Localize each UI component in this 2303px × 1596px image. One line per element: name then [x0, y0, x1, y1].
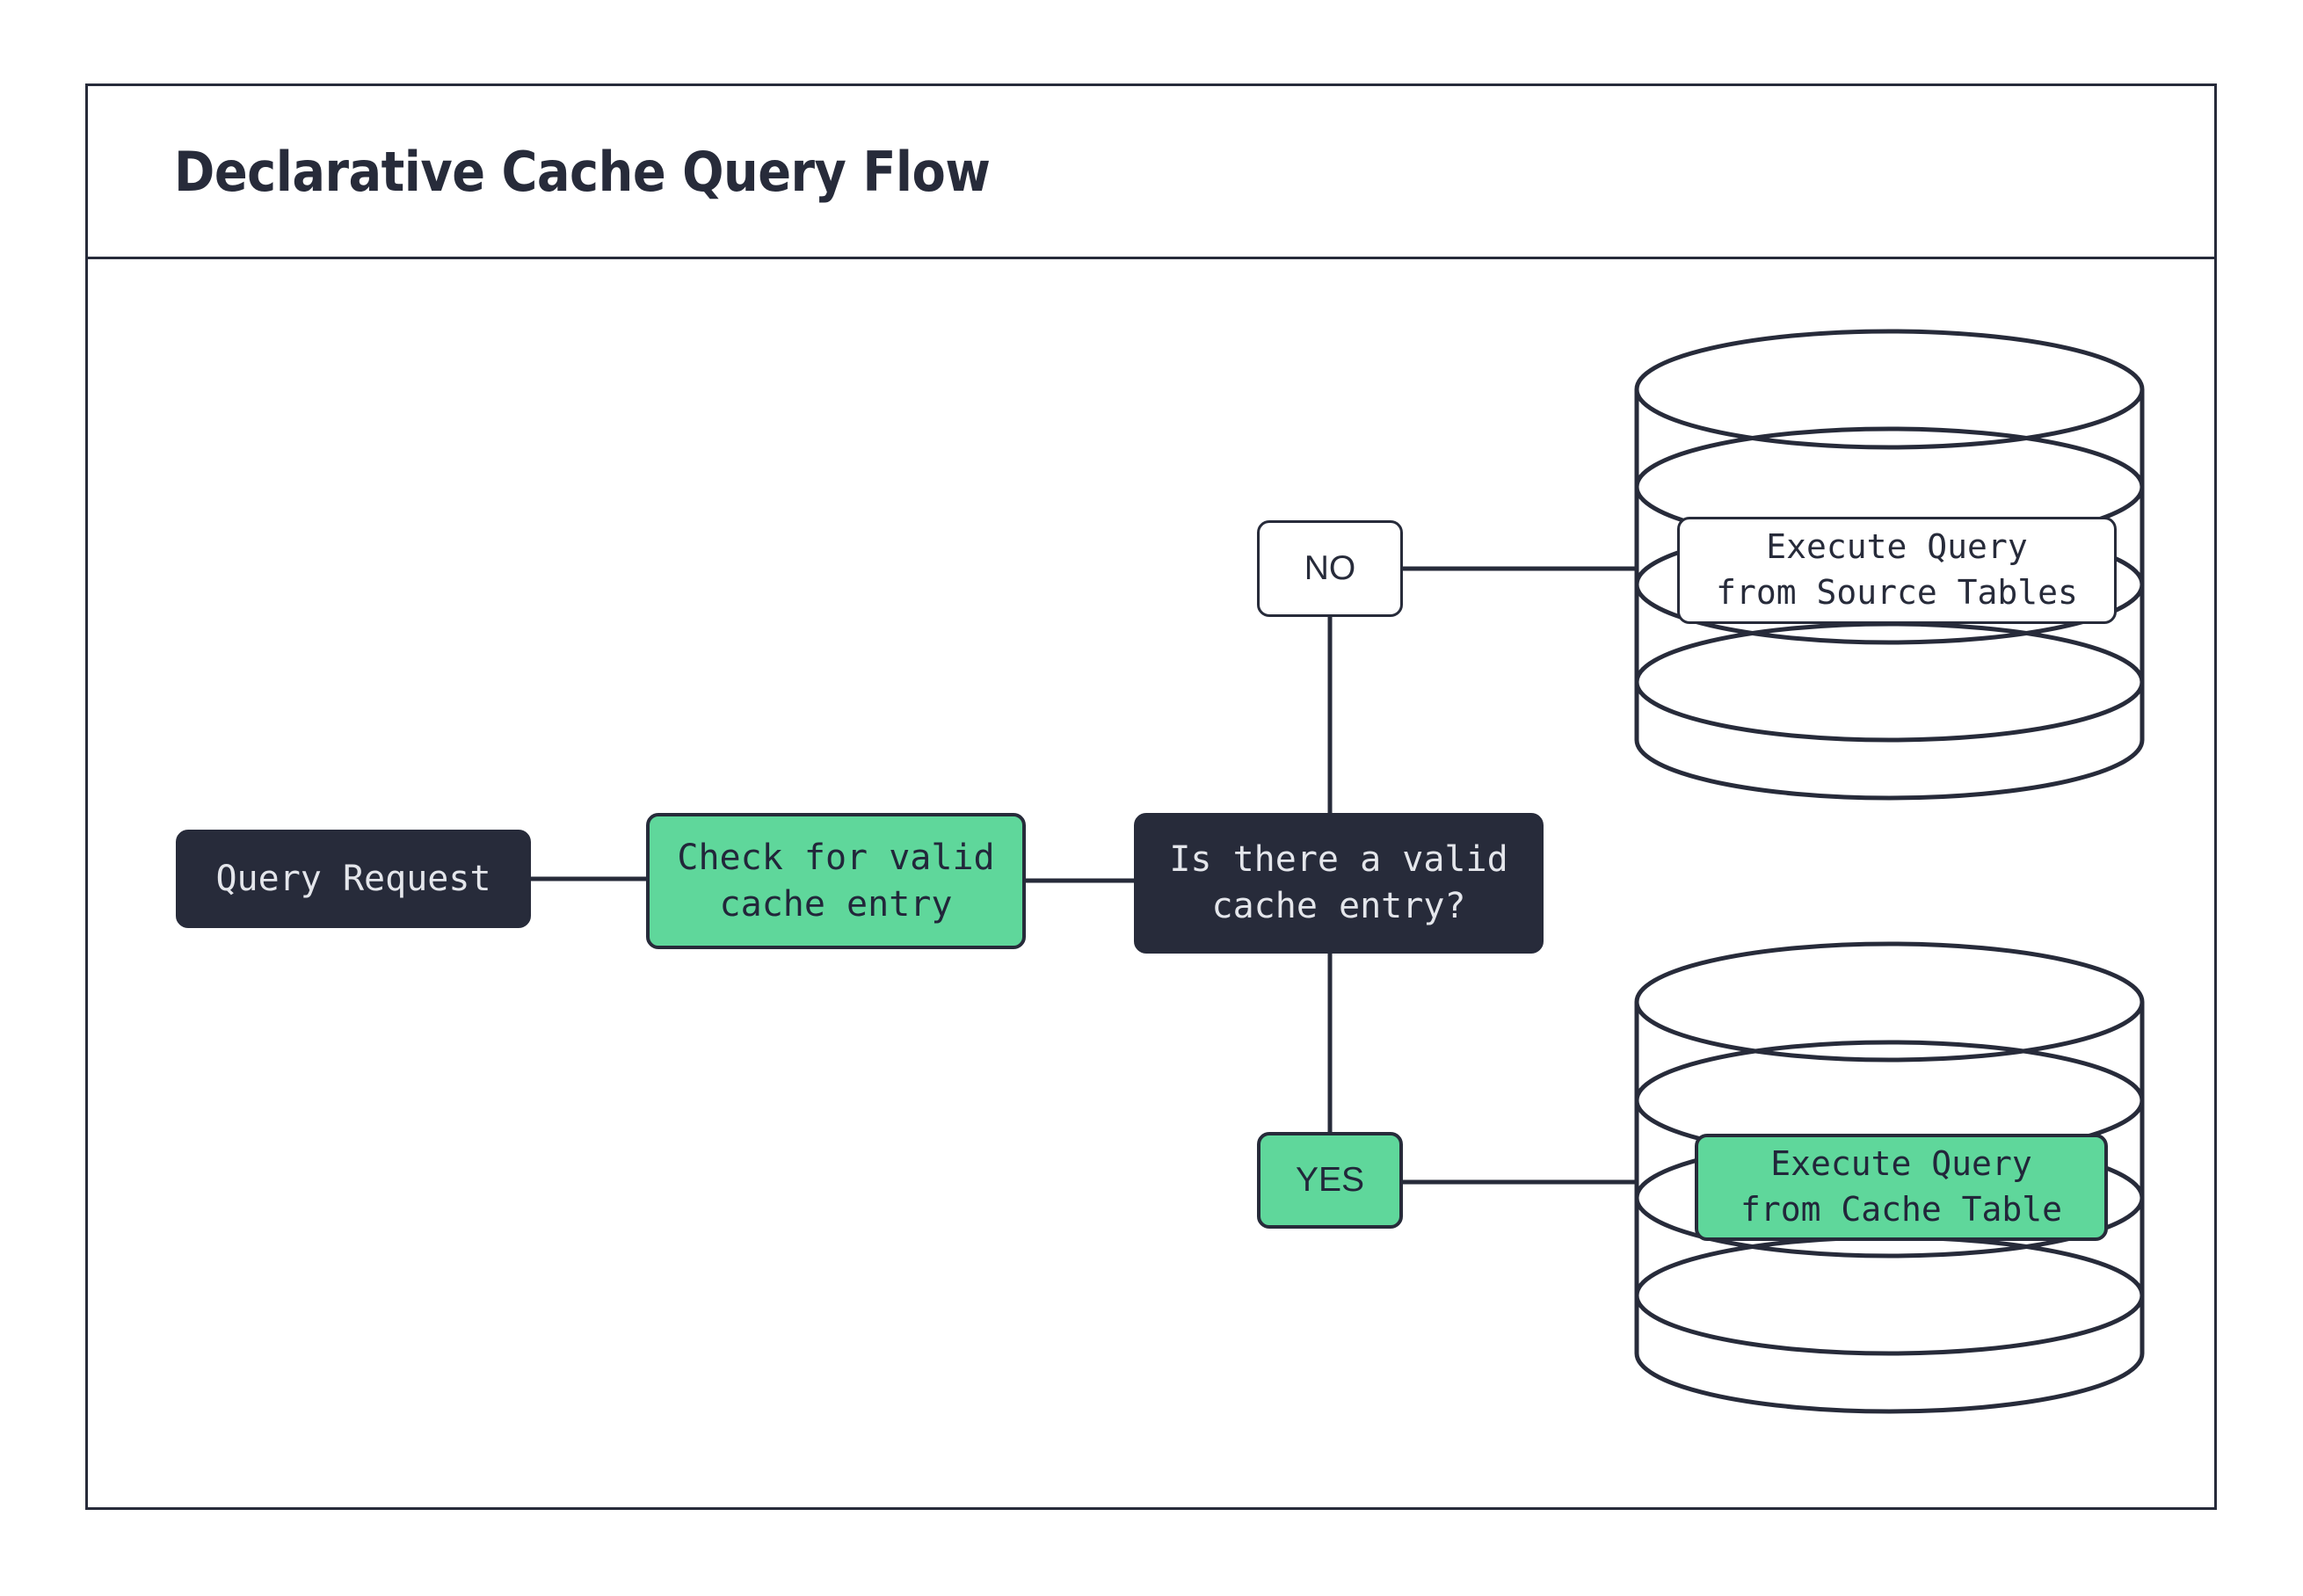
node-execute-query-from-source-tables[interactable]: Execute Query from Source Tables [1677, 517, 2117, 624]
node-check-for-valid-cache-entry[interactable]: Check for valid cache entry [646, 813, 1026, 949]
diagram-frame: Declarative Cache Query Flow [85, 83, 2217, 1510]
edge-label-yes[interactable]: YES [1257, 1132, 1403, 1229]
page-title: Declarative Cache Query Flow [174, 139, 991, 204]
node-execute-query-from-cache-table[interactable]: Execute Query from Cache Table [1695, 1134, 2108, 1241]
diagram-header: Declarative Cache Query Flow [88, 86, 2214, 259]
node-query-request[interactable]: Query Request [176, 830, 531, 928]
node-decision-valid-cache-entry[interactable]: Is there a valid cache entry? [1134, 813, 1544, 954]
edge-label-no[interactable]: NO [1257, 520, 1403, 617]
